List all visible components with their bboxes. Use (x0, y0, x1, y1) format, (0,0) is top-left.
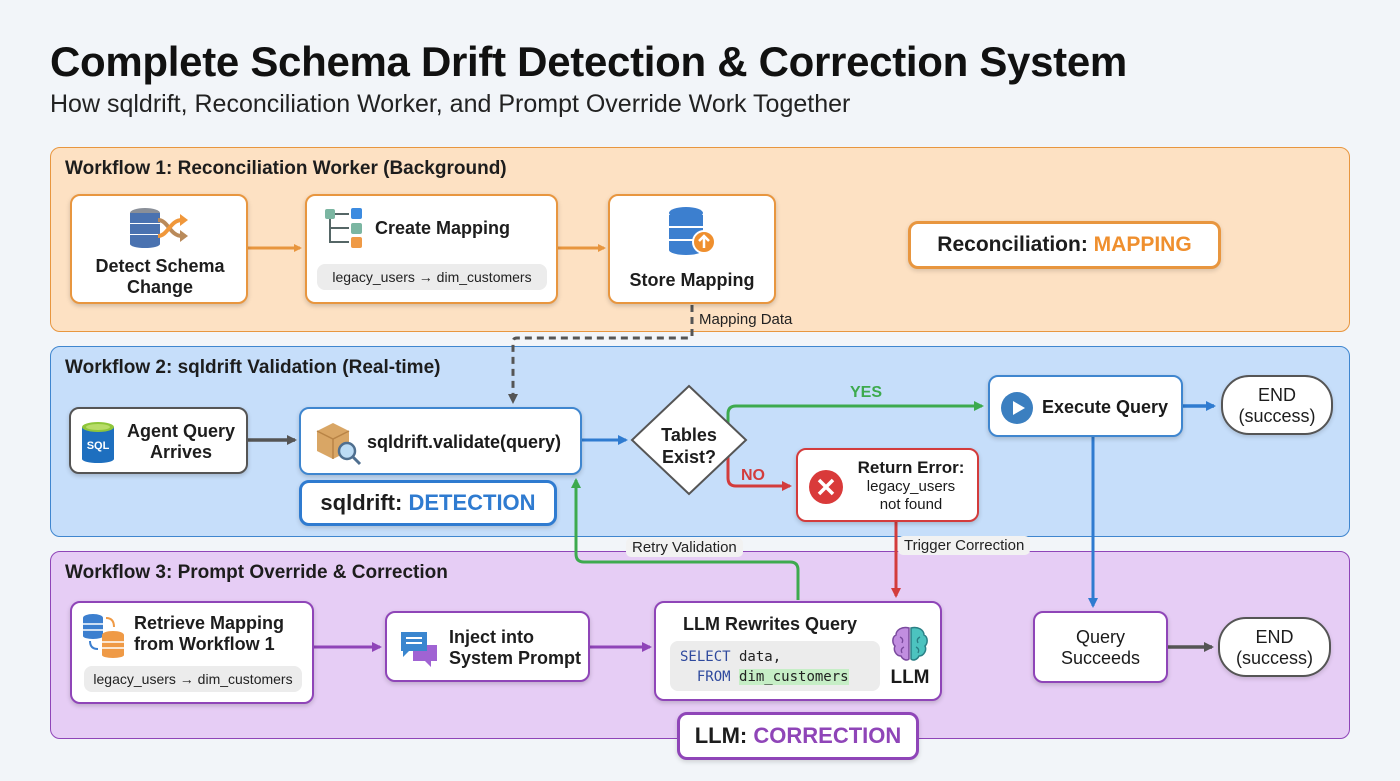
mapping-data-label: Mapping Data (699, 311, 793, 328)
inject-line1: Inject into (449, 627, 534, 647)
reconciliation-badge: Reconciliation: MAPPING (908, 221, 1221, 269)
node-store-label: Store Mapping (629, 270, 755, 290)
sql-database-icon: SQL (82, 422, 114, 463)
decision-tables-exist[interactable] (628, 383, 750, 497)
badge-prefix: sqldrift: (320, 490, 403, 515)
end-success-2: END (success) (1218, 617, 1331, 677)
error-line1: legacy_users (866, 478, 956, 495)
error-line2: not found (879, 496, 943, 513)
yes-label: YES (850, 384, 883, 401)
node-store-mapping[interactable]: Store Mapping (608, 194, 776, 304)
svg-text:SQL: SQL (87, 440, 110, 452)
retry-validation-label: Retry Validation (626, 538, 743, 557)
package-search-icon (316, 423, 362, 466)
badge-value: CORRECTION (753, 723, 902, 748)
node-agent-query[interactable]: SQL Agent Query Arrives (69, 407, 248, 474)
succeeds-label: Query Succeeds (1035, 627, 1166, 669)
error-x-icon (809, 470, 843, 504)
workflow3-title: Workflow 3: Prompt Override & Correction (65, 562, 448, 583)
database-sync-icon (83, 614, 124, 658)
succeeds-line1: Query (1075, 627, 1126, 647)
node-query-succeeds[interactable]: Query Succeeds (1033, 611, 1168, 683)
node-validate-label: sqldrift.validate(query) (367, 432, 562, 452)
workflow1-title: Workflow 1: Reconciliation Worker (Backg… (65, 158, 507, 179)
node-llm-rewrites[interactable]: LLM Rewrites Query SELECT data, FROM dim… (654, 601, 942, 701)
no-label: NO (741, 467, 765, 484)
end-success-1: END (success) (1221, 375, 1333, 435)
error-title: Return Error: (857, 458, 965, 477)
workflow2-title: Workflow 2: sqldrift Validation (Real-ti… (65, 357, 441, 378)
decision-label: Tables Exist? (628, 424, 750, 468)
end-line2: (success) (1238, 406, 1316, 426)
inject-line2: System Prompt (449, 648, 582, 668)
page-title: Complete Schema Drift Detection & Correc… (50, 38, 1127, 85)
node-retrieve-label: Retrieve Mapping from Workflow 1 (134, 613, 284, 655)
correction-badge: LLM: CORRECTION (677, 712, 919, 760)
sql-select-cols: data, (730, 649, 782, 665)
end-line1: END (1257, 385, 1296, 405)
database-shuffle-icon (130, 208, 188, 248)
badge-prefix: LLM: (694, 723, 748, 748)
end-line1: END (1255, 627, 1294, 647)
node-inject-label: Inject into System Prompt (449, 627, 581, 669)
node-create-mapping[interactable]: Create Mapping legacy_users → dim_custom… (305, 194, 558, 304)
sql-keyword-select: SELECT (680, 649, 731, 665)
node-create-label: Create Mapping (375, 218, 511, 238)
page-subtitle: How sqldrift, Reconciliation Worker, and… (50, 90, 851, 118)
node-detect-label: Detect Schema Change (95, 256, 225, 297)
node-execute-query[interactable]: Execute Query (988, 375, 1183, 437)
retrieve-line2: from Workflow 1 (134, 634, 275, 654)
rewritten-sql-code: SELECT data, FROM dim_customers (670, 641, 880, 691)
succeeds-line2: Succeeds (1060, 648, 1141, 668)
sql-table-name: dim_customers (739, 669, 849, 685)
badge-value: DETECTION (408, 490, 536, 515)
node-sqldrift-validate[interactable]: sqldrift.validate(query) (299, 407, 582, 475)
badge-prefix: Reconciliation: (937, 233, 1088, 256)
brain-icon (892, 626, 928, 661)
database-upload-icon (669, 207, 716, 255)
mapping-chip: legacy_users → dim_customers (317, 264, 547, 290)
node-detect-schema-change[interactable]: Detect Schema Change (70, 194, 248, 304)
retrieve-line1: Retrieve Mapping (134, 613, 285, 633)
sql-keyword-from: FROM (696, 669, 731, 685)
llm-title: LLM Rewrites Query (682, 614, 858, 634)
mapping-chip: legacy_users → dim_customers (84, 666, 302, 692)
detection-badge: sqldrift: DETECTION (299, 480, 557, 526)
play-icon (1001, 392, 1033, 424)
trigger-correction-label: Trigger Correction (898, 536, 1031, 555)
node-agent-label: Agent Query Arrives (126, 421, 236, 462)
node-execute-label: Execute Query (1042, 397, 1169, 417)
decision-line1: Tables (661, 425, 717, 445)
error-text: Return Error: legacy_users not found (844, 458, 978, 514)
mapping-tree-icon (325, 208, 362, 248)
llm-icon-label: LLM (890, 667, 930, 688)
node-retrieve-mapping[interactable]: Retrieve Mapping from Workflow 1 legacy_… (70, 601, 314, 704)
node-return-error[interactable]: Return Error: legacy_users not found (796, 448, 979, 522)
node-inject-prompt[interactable]: Inject into System Prompt (385, 611, 590, 682)
badge-value: MAPPING (1093, 233, 1192, 256)
end-line2: (success) (1235, 648, 1313, 668)
chat-bubbles-icon (401, 632, 437, 667)
decision-line2: Exist? (661, 447, 717, 467)
